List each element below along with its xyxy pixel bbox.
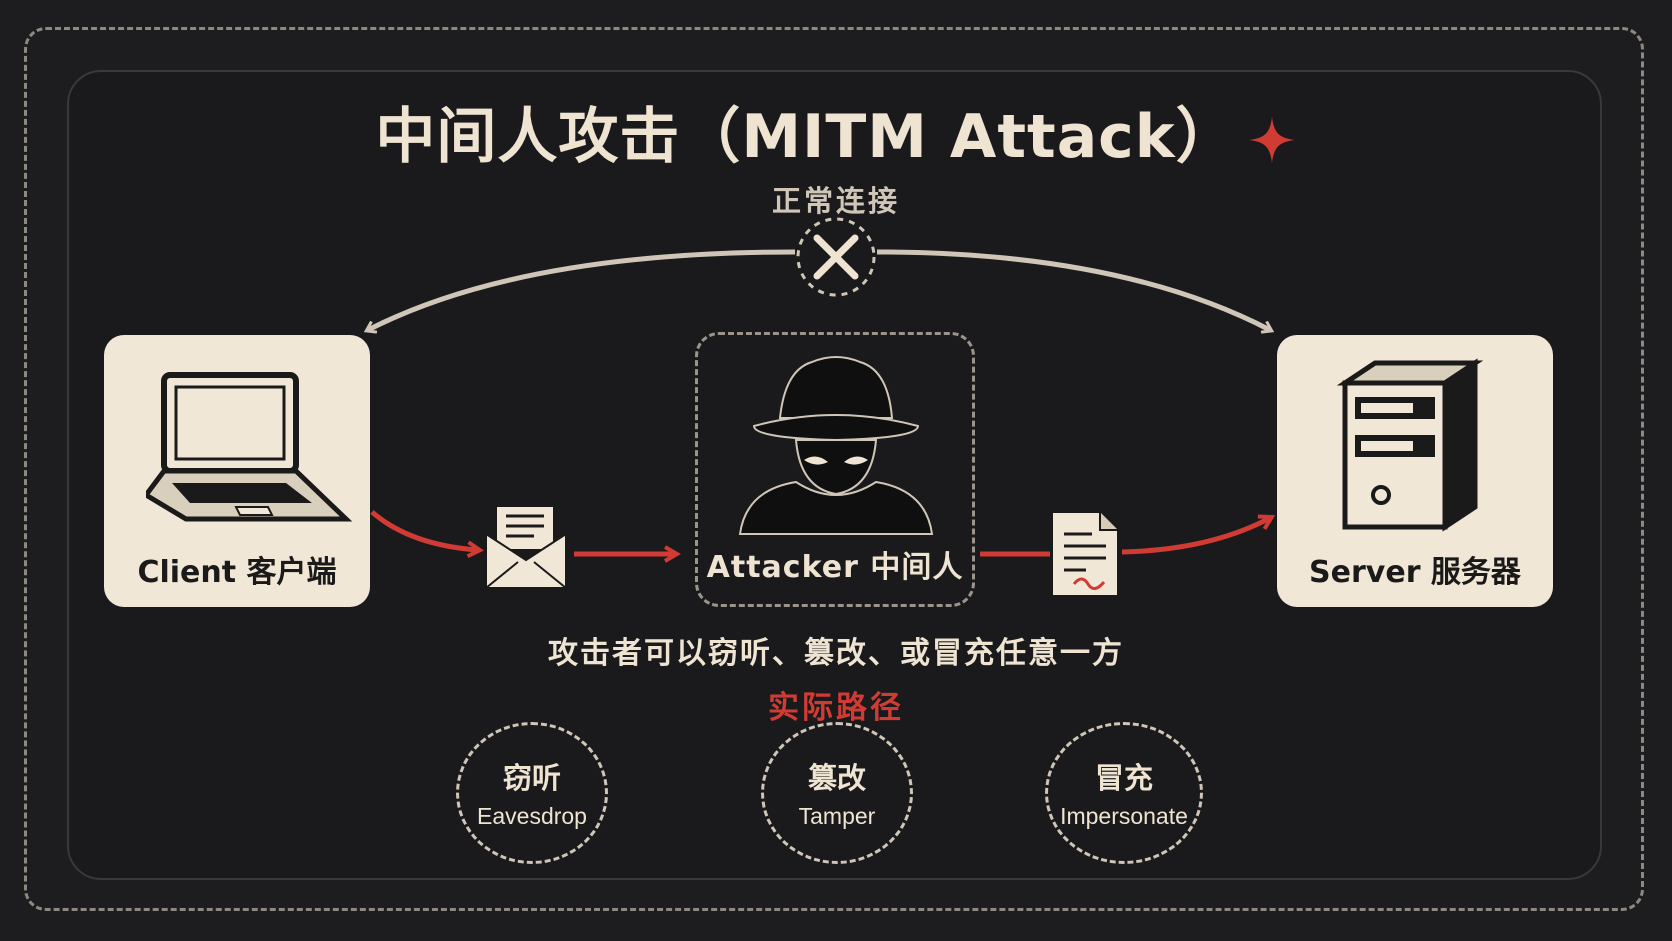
red-arrow-client-to-envelope [370, 510, 484, 559]
normal-connection-arc-right [876, 249, 1270, 330]
server-node: Server 服务器 [1277, 335, 1553, 607]
attacker-node: Attacker 中间人 [695, 332, 975, 607]
attack-type-zh: 窃听 [502, 761, 561, 795]
attack-type-en: Tamper [798, 803, 876, 829]
blocked-x-icon [796, 217, 876, 297]
attack-type-zh: 篡改 [807, 761, 866, 795]
sparkle-icon [1248, 117, 1295, 164]
document-icon [1051, 511, 1119, 597]
page-title: 中间人攻击（MITM Attack） [0, 88, 1672, 175]
attack-type-en: Impersonate [1060, 803, 1188, 829]
envelope-icon [485, 505, 567, 589]
outer-dashed-frame [24, 27, 1644, 911]
spy-icon [738, 356, 934, 535]
attack-type-zh: 冒充 [1094, 761, 1153, 795]
attack-type-impersonate: 冒充 Impersonate [1045, 722, 1203, 864]
red-arrow-document-to-server [1121, 514, 1276, 555]
normal-connection-arc-left [368, 249, 796, 330]
attack-type-en: Eavesdrop [477, 803, 587, 829]
actual-path-label: 实际路径 [768, 690, 904, 726]
laptop-icon [146, 372, 352, 522]
server-icon [1336, 358, 1484, 532]
client-label: Client 客户端 [137, 555, 337, 590]
server-label: Server 服务器 [1309, 555, 1521, 590]
normal-connection-label: 正常连接 [771, 184, 900, 218]
attacker-label: Attacker 中间人 [706, 550, 964, 585]
attack-type-eavesdrop: 窃听 Eavesdrop [456, 722, 608, 864]
client-node: Client 客户端 [104, 335, 370, 607]
title-text: 中间人攻击（MITM Attack） [375, 102, 1237, 172]
attack-caption: 攻击者可以窃听、篡改、或冒充任意一方 [548, 636, 1124, 671]
attack-type-tamper: 篡改 Tamper [761, 722, 913, 864]
